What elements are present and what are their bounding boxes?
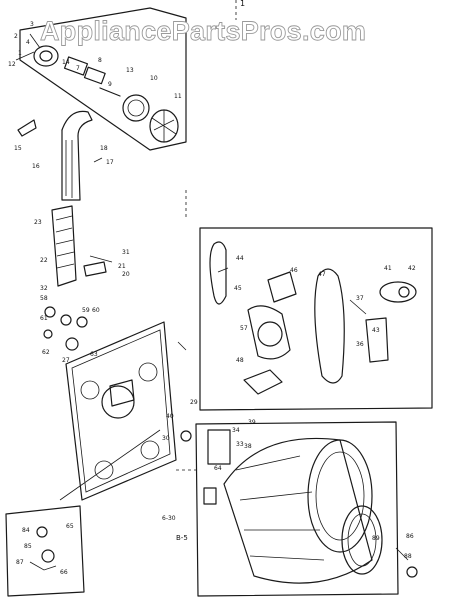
callout-22: 22 — [40, 257, 48, 264]
exhaust-duct — [17, 110, 93, 201]
callout-61: 61 — [40, 315, 48, 322]
callout-85: 85 — [24, 543, 32, 550]
callout-89: 89 — [372, 535, 380, 542]
watermark: AppliancePartsPros.com — [40, 16, 366, 46]
callout-27: 27 — [62, 357, 70, 364]
rear-bulkhead — [65, 321, 177, 501]
callout-32: 32 — [40, 285, 48, 292]
lint-filter — [51, 205, 107, 287]
idler-inset — [5, 505, 85, 597]
callout-29: 29 — [190, 399, 198, 406]
callout-38: 38 — [244, 443, 252, 450]
callout-84: 84 — [22, 527, 30, 534]
callout-23: 23 — [34, 219, 42, 226]
callout-44: 44 — [236, 255, 244, 262]
callout-40: 40 — [166, 413, 174, 420]
callout-8: 8 — [98, 57, 102, 64]
callout-16: 16 — [32, 163, 40, 170]
callout-9: 9 — [108, 81, 112, 88]
callout-2: 2 — [14, 33, 18, 40]
callout-43: 43 — [372, 327, 380, 334]
section-reference: B-5 — [176, 534, 188, 542]
callout-13: 13 — [126, 67, 134, 74]
callout-14: 14 — [62, 59, 70, 66]
blower-assembly — [19, 7, 187, 151]
callout-64: 64 — [214, 465, 222, 472]
callout-62: 62 — [42, 349, 50, 356]
callout-86: 86 — [406, 533, 414, 540]
callout-63: 63 — [90, 351, 98, 358]
callout-60: 60 — [92, 307, 100, 314]
callout-7: 7 — [76, 65, 80, 72]
callout-10: 10 — [150, 75, 158, 82]
callout-33: 33 — [236, 441, 244, 448]
callout-17: 17 — [106, 159, 114, 166]
callout-4: 4 — [26, 39, 30, 46]
callout-15: 15 — [14, 145, 22, 152]
callout-45: 45 — [234, 285, 242, 292]
callout-57: 57 — [240, 325, 248, 332]
callout-30: 30 — [162, 435, 170, 442]
motor-belt-assembly — [199, 227, 433, 411]
callout-47: 47 — [318, 271, 326, 278]
callout-34: 34 — [232, 427, 240, 434]
thermostat-cluster — [43, 306, 88, 351]
callout-36: 36 — [356, 341, 364, 348]
callout-39: 39 — [248, 419, 256, 426]
callout-20: 20 — [122, 271, 130, 278]
callout-41: 41 — [384, 265, 392, 272]
callout-labels: 1234578910111213141516171820212223272930… — [8, 21, 416, 576]
callout-88: 88 — [404, 553, 412, 560]
callout-42: 42 — [408, 265, 416, 272]
callout-59: 59 — [82, 307, 90, 314]
callout-21: 21 — [118, 263, 126, 270]
callout-11: 11 — [174, 93, 182, 100]
leader-lines — [15, 0, 409, 561]
figure-code: 6-30 — [162, 515, 176, 522]
callout-5: 5 — [42, 35, 46, 42]
page-number: 1 — [240, 0, 245, 8]
callout-58: 58 — [40, 295, 48, 302]
callout-31: 31 — [122, 249, 130, 256]
callout-3: 3 — [30, 21, 34, 28]
callout-46: 46 — [290, 267, 298, 274]
callout-48: 48 — [236, 357, 244, 364]
callout-87: 87 — [16, 559, 24, 566]
callout-37: 37 — [356, 295, 364, 302]
callout-18: 18 — [100, 145, 108, 152]
callout-65: 65 — [66, 523, 74, 530]
callout-66: 66 — [60, 569, 68, 576]
callout-12: 12 — [8, 61, 16, 68]
callout-1: 1 — [18, 50, 22, 57]
drum-assembly — [180, 421, 418, 597]
